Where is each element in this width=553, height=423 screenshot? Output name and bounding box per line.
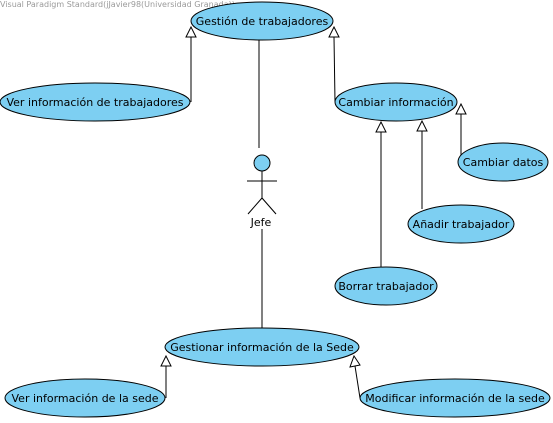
usecase-cambiar-datos[interactable]: Cambiar datos (457, 142, 549, 182)
usecase-label: Modificar información de la sede (365, 392, 545, 405)
usecase-label: Gestión de trabajadores (196, 15, 329, 28)
generalization-arrowhead (349, 354, 361, 368)
generalization-arrowhead (455, 102, 467, 115)
usecase-label: Ver información de trabajadores (6, 96, 183, 109)
usecase-label: Ver información de la sede (12, 392, 159, 405)
usecase-label: Cambiar datos (463, 156, 544, 169)
usecase-modificar-info-sede[interactable]: Modificar información de la sede (359, 378, 551, 418)
generalization-cambiar-informacion (333, 36, 336, 103)
usecase-label: Borrar trabajador (338, 280, 434, 293)
watermark: Visual Paradigm Standard(jJavier98(Unive… (0, 0, 235, 9)
usecase-borrar-trabajador[interactable]: Borrar trabajador (334, 266, 438, 306)
usecase-label: Gestionar información de la Sede (170, 341, 354, 354)
usecase-anadir-trabajador[interactable]: Añadir trabajador (407, 204, 515, 244)
actor-jefe[interactable] (247, 154, 277, 215)
usecase-ver-info-trabajadores[interactable]: Ver información de trabajadores (0, 82, 191, 122)
usecase-gestion-trabajadores[interactable]: Gestión de trabajadores (190, 1, 334, 41)
generalization-arrowhead (416, 119, 428, 132)
usecase-cambiar-informacion[interactable]: Cambiar información (334, 82, 458, 122)
usecase-label: Cambiar información (338, 96, 453, 109)
generalization-arrowhead (328, 25, 340, 38)
actor-label: Jefe (250, 216, 272, 229)
generalization-arrowhead (185, 25, 197, 38)
generalization-arrowhead (375, 120, 387, 133)
actor-right-leg (261, 197, 277, 215)
generalization-modificar-sede (354, 365, 361, 399)
actor-head (253, 154, 271, 172)
usecase-label: Añadir trabajador (413, 218, 510, 231)
generalization-arrowhead (160, 354, 172, 367)
actor-left-leg (247, 197, 263, 215)
usecase-gestionar-sede[interactable]: Gestionar información de la Sede (164, 327, 360, 367)
usecase-ver-info-sede[interactable]: Ver información de la sede (4, 378, 166, 418)
